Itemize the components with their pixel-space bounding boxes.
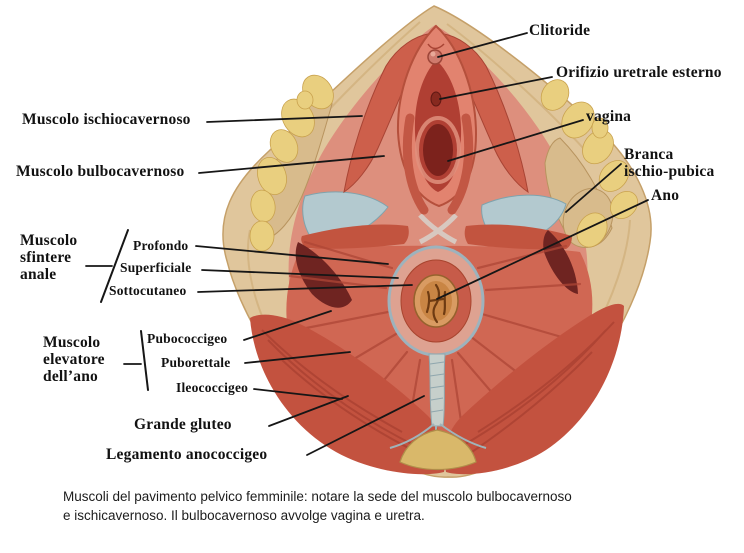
leader-ischiocavernoso	[206, 115, 363, 123]
anal-sphincter	[387, 245, 485, 357]
caption-line1: Muscoli del pavimento pelvico femminile:…	[63, 489, 572, 504]
gluteus-right	[444, 303, 624, 475]
label-elevatore-line2: elevatore	[43, 351, 105, 368]
label-profondo: Profondo	[133, 238, 189, 253]
label-grande-gluteo: Grande gluteo	[134, 416, 232, 433]
label-sfintere-line1: Muscolo	[20, 232, 78, 249]
coccyx	[399, 429, 477, 471]
bulbocavernosus	[402, 113, 474, 215]
label-sfintere-line3: anale	[20, 266, 57, 283]
label-ischiocavernoso: Muscolo ischiocavernoso	[22, 111, 191, 128]
leader-legamento	[306, 395, 425, 456]
ligament-strand	[428, 353, 446, 427]
leader-grande-gluteo	[268, 395, 349, 427]
leader-vagina	[447, 119, 584, 162]
label-ileococcigeo: Ileococcigeo	[176, 380, 249, 395]
label-pubococcigeo: Pubococcigeo	[147, 331, 228, 346]
caption-line2: e ischicavernoso. Il bulbocavernoso avvo…	[63, 508, 425, 523]
leader-ano	[436, 199, 649, 300]
leader-puborettale	[244, 351, 351, 364]
anococcygeal-ligament	[389, 353, 487, 471]
perineal-body	[418, 213, 458, 245]
label-elevatore-ano: Muscolo elevatore dell’ano	[43, 334, 105, 385]
bracket-elevatore	[140, 330, 149, 391]
leader-lines	[85, 32, 649, 456]
figure-caption: Muscoli del pavimento pelvico femminile:…	[63, 487, 572, 525]
leader-ileococcigeo	[253, 388, 343, 400]
label-branca-line1: Branca	[624, 146, 674, 163]
label-puborettale: Puborettale	[161, 355, 231, 370]
anus-pucker	[425, 283, 447, 324]
leader-pubococcigeo	[243, 310, 332, 341]
gluteus-maximus	[250, 303, 624, 475]
label-bulbocavernoso: Muscolo bulbocavernoso	[16, 163, 185, 180]
label-branca-ischio-pubica: Branca ischio-pubica	[624, 146, 714, 180]
clitoris-highlight	[430, 51, 436, 57]
label-clitoride: Clitoride	[529, 22, 591, 39]
leader-superficiale	[201, 269, 399, 279]
label-sfintere-anale: Muscolo sfintere anale	[20, 232, 77, 283]
label-ano: Ano	[651, 187, 680, 204]
leader-clitoride	[437, 32, 528, 58]
transverse-left	[301, 224, 409, 249]
leader-branca	[565, 163, 622, 213]
label-elevatore-line3: dell’ano	[43, 368, 98, 385]
label-legamento-anococcigeo: Legamento anococcigeo	[106, 446, 268, 463]
leader-bulbocavernoso	[198, 155, 385, 174]
vaginal-rim	[415, 116, 461, 184]
ligament-hatching	[429, 361, 445, 413]
label-sfintere-line2: sfintere	[20, 249, 72, 266]
bracket-sfintere	[100, 229, 129, 303]
label-branca-line2: ischio-pubica	[624, 163, 715, 180]
leader-profondo	[195, 245, 389, 265]
clitoral-hood-line	[427, 43, 445, 50]
label-elevatore-line1: Muscolo	[43, 334, 101, 351]
label-sottocutaneo: Sottocutaneo	[109, 283, 187, 298]
label-orifizio-uretrale: Orifizio uretrale esterno	[556, 64, 722, 81]
label-vagina: vagina	[586, 108, 632, 125]
skin-texture	[247, 21, 631, 337]
leader-sottocutaneo	[197, 284, 413, 293]
gluteus-left	[250, 314, 446, 475]
vaginal-opening	[423, 124, 453, 176]
fat-pads	[249, 74, 638, 252]
leader-orifizio	[439, 76, 553, 100]
vulva-complex	[343, 24, 529, 215]
label-superficiale: Superficiale	[120, 260, 192, 275]
